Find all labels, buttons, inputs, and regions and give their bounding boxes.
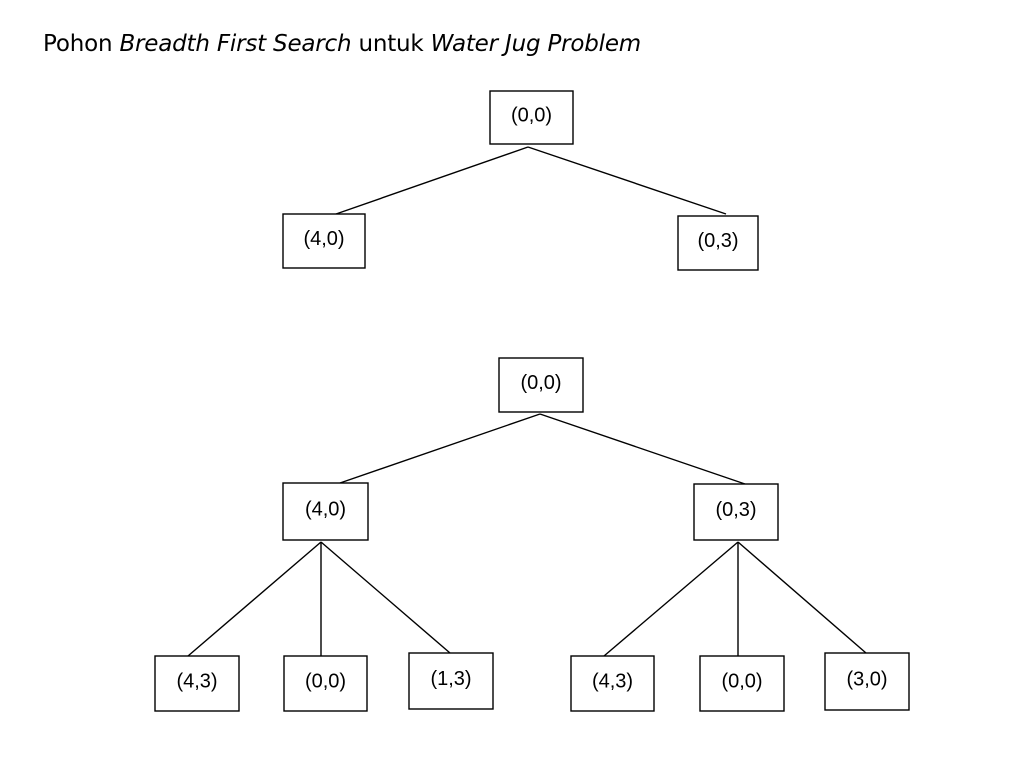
node-box [824, 652, 910, 711]
title-text-3: untuk [351, 31, 431, 57]
node-box [283, 655, 368, 712]
tree-node: (4,3) [570, 655, 655, 712]
tree-node: (4,3) [154, 655, 240, 712]
tree-nodes: (0,0)(4,0)(0,3)(0,0)(4,0)(0,3)(4,3)(0,0)… [154, 90, 910, 712]
tree-node: (1,3) [408, 652, 494, 710]
node-box [699, 655, 785, 712]
node-label: (0,3) [697, 230, 738, 252]
tree-edges [187, 146, 867, 657]
tree-node: (4,0) [282, 213, 366, 269]
tree-edge-root-b [539, 413, 746, 485]
tree-node: (0,0) [699, 655, 785, 712]
tree-level-2-nodes: (0,0) (4,0) (0,3) (4,3) (0,0) (1,3) (4,3) (0,0)… [154, 357, 910, 712]
tree-edge-root-b [527, 146, 727, 215]
tree-node: (0,0) [489, 90, 574, 145]
node-label: (0,0) [305, 671, 346, 693]
node-label: (4,0) [303, 228, 344, 250]
node-box [408, 652, 494, 710]
node-label: (0,3) [715, 499, 756, 521]
tree-node: (3,0) [824, 652, 910, 711]
tree-node: (0,0) [498, 357, 584, 413]
tree-edge-a-a1 [187, 541, 322, 657]
node-box [282, 482, 369, 541]
tree-edge-b-b3 [737, 541, 867, 654]
node-label: (4,3) [176, 671, 217, 693]
tree-edge-a-a3 [320, 541, 451, 654]
tree-node: (0,3) [693, 483, 779, 541]
tree-level-1-nodes: (0,0) (4,0) (0,3) [282, 90, 759, 271]
node-label: (0,0) [721, 671, 762, 693]
node-label: (3,0) [846, 669, 887, 691]
tree-level-2-edges [187, 413, 867, 657]
node-box [498, 357, 584, 413]
slide-title: Pohon Breadth First Search untuk Water J… [43, 31, 641, 57]
node-box [677, 215, 759, 271]
title-text-4: Water Jug Problem [430, 31, 642, 57]
title-text-2: Breadth First Search [119, 31, 352, 57]
node-label: (1,3) [430, 668, 471, 690]
tree-edge-root-a [335, 146, 529, 215]
node-box [570, 655, 655, 712]
title-text-1: Pohon [43, 31, 120, 57]
tree-level-1-edges [335, 146, 727, 215]
tree-node: (0,0) [283, 655, 368, 712]
tree-node: (4,0) [282, 482, 369, 541]
node-label: (4,0) [305, 499, 346, 521]
tree-edge-root-a [339, 413, 541, 484]
node-label: (0,0) [520, 372, 561, 394]
node-box [154, 655, 240, 712]
node-box [693, 483, 779, 541]
node-label: (0,0) [511, 105, 552, 127]
tree-node: (0,3) [677, 215, 759, 271]
node-box [282, 213, 366, 269]
node-label: (4,3) [592, 671, 633, 693]
tree-edge-b-b1 [603, 541, 739, 657]
node-box [489, 90, 574, 145]
